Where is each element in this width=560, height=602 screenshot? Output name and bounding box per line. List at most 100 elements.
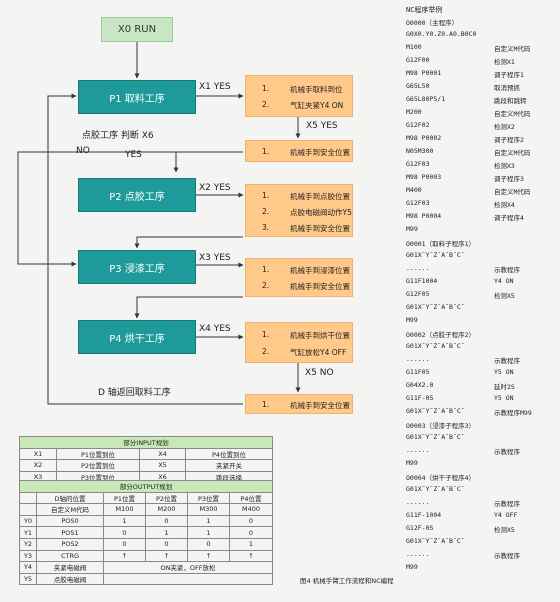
x1-label: X1 YES — [199, 82, 231, 92]
table-cell: CTRG — [36, 549, 104, 563]
table-cell: POS2 — [36, 537, 104, 551]
table-cell: 1 — [103, 514, 146, 528]
action-num: 1. — [262, 400, 270, 409]
table-cell: Y4 — [19, 561, 37, 574]
table-header-cell: P3位置 — [187, 491, 230, 505]
table-cell: 0 — [229, 514, 273, 528]
program-line-code: G65L80P5/1 — [406, 95, 446, 103]
p4-label: P4 烘干工序 — [109, 333, 165, 345]
table-cell: X1 — [19, 447, 57, 461]
program-line-code: M400 — [406, 186, 422, 194]
action-text: 机械手取料到位 — [290, 85, 343, 94]
action-text: 点胶电磁阀动作Y5 — [290, 208, 352, 217]
process-p4: P4 烘干工序 — [78, 320, 196, 354]
table-cell: ↑ — [187, 549, 230, 563]
table-cell: X5 — [139, 459, 186, 472]
p3-label: P3 浸漆工序 — [109, 263, 165, 275]
table-cell: X4 — [139, 447, 186, 461]
program-line-comment: 示教程序 — [494, 500, 520, 508]
table-cell: ↑ — [103, 549, 146, 563]
process-p3: P3 浸漆工序 — [78, 250, 196, 284]
program-line-code: ...... — [406, 446, 430, 454]
program-line-comment: 检测X5 — [494, 526, 515, 534]
action-text: 机械手到烘干位置 — [290, 331, 350, 340]
program-line-comment: 跳段和跳转 — [494, 97, 527, 105]
program-line-code: G01X¯Y¯Z¯A¯B¯C¯ — [406, 303, 465, 311]
table-header-cell — [19, 491, 37, 505]
table-cell: 0 — [145, 537, 188, 551]
action-text: 气缸夹紧Y4 ON — [290, 101, 344, 110]
table-cell: 0 — [103, 537, 146, 551]
program-line-comment: Y5 ON — [494, 368, 514, 376]
table-cell: P1位置到位 — [56, 447, 140, 461]
program-line-code: G11F-05 — [406, 394, 434, 402]
action-text: 机械手到浸漆位置 — [290, 266, 350, 275]
action-num: 1. — [262, 84, 270, 93]
program-title: NC程序举例 — [406, 6, 443, 14]
program-line-code: G01X¯Y¯Z¯A¯B¯C¯ — [406, 342, 465, 350]
program-line-code: ...... — [406, 264, 430, 272]
program-line-comment: 自定义M代码 — [494, 110, 531, 118]
program-line-comment: Y5 ON — [494, 394, 514, 402]
table-cell: Y3 — [19, 549, 37, 563]
table-header-cell: M300 — [187, 503, 230, 516]
program-line-comment: 示教程序 — [494, 357, 520, 365]
table-header-cell: P4位置 — [229, 491, 273, 505]
program-line-code: ...... — [406, 550, 430, 558]
action-num: 3. — [262, 223, 270, 232]
no-label: NO — [76, 146, 90, 156]
table-cell: P4位置到位 — [185, 447, 273, 461]
program-line-code: N05M300 — [406, 147, 434, 155]
table-cell: Y2 — [19, 537, 37, 551]
action-text: 机械手到安全位置 — [290, 224, 350, 233]
figure-caption: 图4 机械手臂工作流程和NC编程 — [300, 577, 394, 585]
program-line-comment: 检测X4 — [494, 201, 515, 209]
action-box-p4: 1. 机械手到烘干位置 2. 气缸放松Y4 OFF — [245, 322, 353, 363]
action-num: 1. — [262, 147, 270, 156]
program-line-comment: 示教程序 — [494, 552, 520, 560]
program-line-code: G12F-05 — [406, 524, 434, 532]
decision-label: 点胶工序 判断 X6 — [82, 131, 154, 141]
x4-label: X4 YES — [199, 324, 231, 334]
process-p1: P1 取料工序 — [78, 80, 196, 114]
table-cell: 0 — [103, 526, 146, 539]
program-line-comment: 取消预抓 — [494, 84, 520, 92]
table-header-cell: 自定义M代码 — [36, 503, 104, 516]
action-num: 1. — [262, 191, 270, 200]
program-line-code: M100 — [406, 43, 422, 51]
program-line-code: G12F00 — [406, 56, 430, 64]
program-line-code: O0001（取料子程序1） — [406, 240, 475, 248]
table-header-cell — [19, 503, 37, 516]
action-text: 机械手到安全位置 — [290, 401, 350, 410]
program-line-code: G01X¯Y¯Z¯A¯B¯C¯ — [406, 485, 465, 493]
action-text: 机械手到安全位置 — [290, 148, 350, 157]
x2-label: X2 YES — [199, 183, 231, 193]
safe-box-p4: 1. 机械手到安全位置 — [245, 394, 353, 414]
program-line-code: M98 P0001 — [406, 69, 442, 77]
program-line-comment: 调子程序1 — [494, 71, 524, 79]
table-cell: 1 — [145, 526, 188, 539]
safe-box-p1: 1. 机械手到安全位置 — [245, 140, 353, 162]
table-cell: 1 — [187, 514, 230, 528]
program-line-comment: 示教程序M99 — [494, 409, 532, 417]
program-line-comment: 示教程序 — [494, 266, 520, 274]
program-line-code: M99 — [406, 563, 418, 571]
table-cell: Y1 — [19, 526, 37, 539]
program-line-code: G12F05 — [406, 290, 430, 298]
program-line-code: M200 — [406, 108, 422, 116]
x5-yes-label: X5 YES — [306, 121, 338, 131]
table-header-cell: P2位置 — [145, 491, 188, 505]
program-line-code: M99 — [406, 459, 418, 467]
program-line-code: G12F02 — [406, 121, 430, 129]
x5-no-label: X5 NO — [305, 368, 334, 378]
p1-label: P1 取料工序 — [109, 93, 165, 105]
output-table-title: 部分OUTPUT规划 — [19, 480, 273, 493]
program-line-comment: 检测X1 — [494, 58, 515, 66]
action-num: 2. — [262, 281, 270, 290]
